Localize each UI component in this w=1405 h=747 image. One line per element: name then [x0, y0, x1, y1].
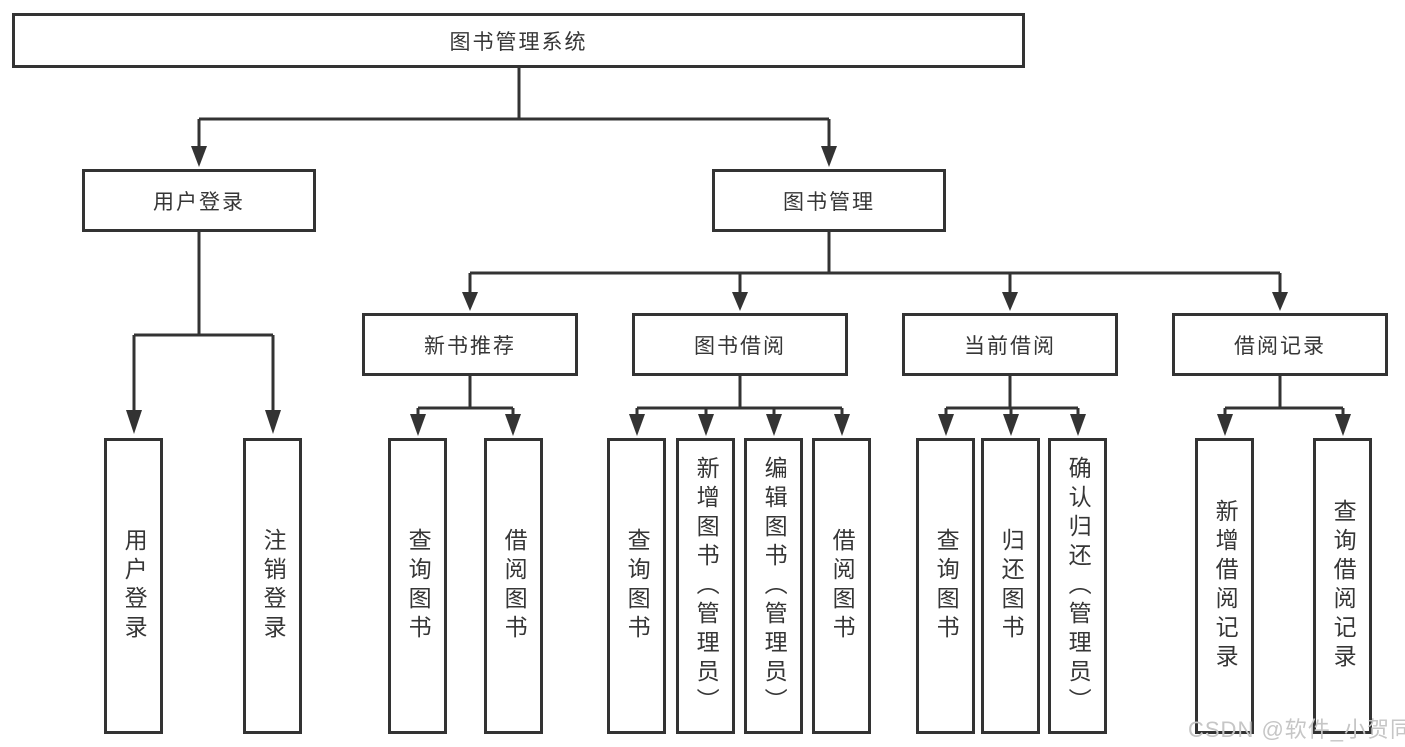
leaf-return-books: 归还图书	[981, 438, 1040, 734]
leaf-add-borrow-record: 新增借阅记录	[1195, 438, 1254, 734]
leaf-query-books-2: 查询图书	[607, 438, 666, 734]
node-label: 新增图书（管理员）	[693, 455, 720, 717]
node-label: 当前借阅	[964, 334, 1056, 358]
node-label: 查询图书	[624, 528, 651, 644]
node-label: 图书管理	[783, 190, 875, 214]
csdn-watermark: CSDN @软件_小贺同学	[1188, 717, 1405, 742]
leaf-user-login: 用户登录	[104, 438, 163, 734]
node-user-login: 用户登录	[82, 169, 316, 232]
node-label: 新增借阅记录	[1212, 499, 1239, 673]
node-borrow-records: 借阅记录	[1172, 313, 1388, 376]
leaf-query-borrow-record: 查询借阅记录	[1313, 438, 1372, 734]
node-label: 查询图书	[933, 528, 960, 644]
node-new-book-recommend: 新书推荐	[362, 313, 578, 376]
node-current-borrow: 当前借阅	[902, 313, 1118, 376]
node-label: 查询借阅记录	[1330, 499, 1357, 673]
leaf-edit-book-admin: 编辑图书（管理员）	[744, 438, 803, 734]
node-label: 确认归还（管理员）	[1065, 455, 1092, 717]
node-library-management-system: 图书管理系统	[12, 13, 1025, 68]
node-label: 归还图书	[998, 528, 1025, 644]
leaf-confirm-return-admin: 确认归还（管理员）	[1048, 438, 1107, 734]
leaf-logout: 注销登录	[243, 438, 302, 734]
node-book-borrow: 图书借阅	[632, 313, 848, 376]
node-label: 新书推荐	[424, 334, 516, 358]
node-book-management: 图书管理	[712, 169, 946, 232]
leaf-borrow-books-2: 借阅图书	[812, 438, 871, 734]
node-label: 借阅图书	[829, 528, 856, 644]
node-label: 图书管理系统	[449, 30, 588, 54]
node-label: 注销登录	[260, 528, 287, 644]
node-label: 借阅图书	[501, 528, 528, 644]
leaf-borrow-books-1: 借阅图书	[484, 438, 543, 734]
leaf-query-books-1: 查询图书	[388, 438, 447, 734]
node-label: 借阅记录	[1234, 334, 1326, 358]
node-label: 图书借阅	[694, 334, 786, 358]
node-label: 用户登录	[121, 528, 148, 644]
leaf-query-books-3: 查询图书	[916, 438, 975, 734]
node-label: 用户登录	[153, 190, 245, 214]
node-label: 查询图书	[405, 528, 432, 644]
leaf-add-book-admin: 新增图书（管理员）	[676, 438, 735, 734]
node-label: 编辑图书（管理员）	[761, 455, 788, 717]
